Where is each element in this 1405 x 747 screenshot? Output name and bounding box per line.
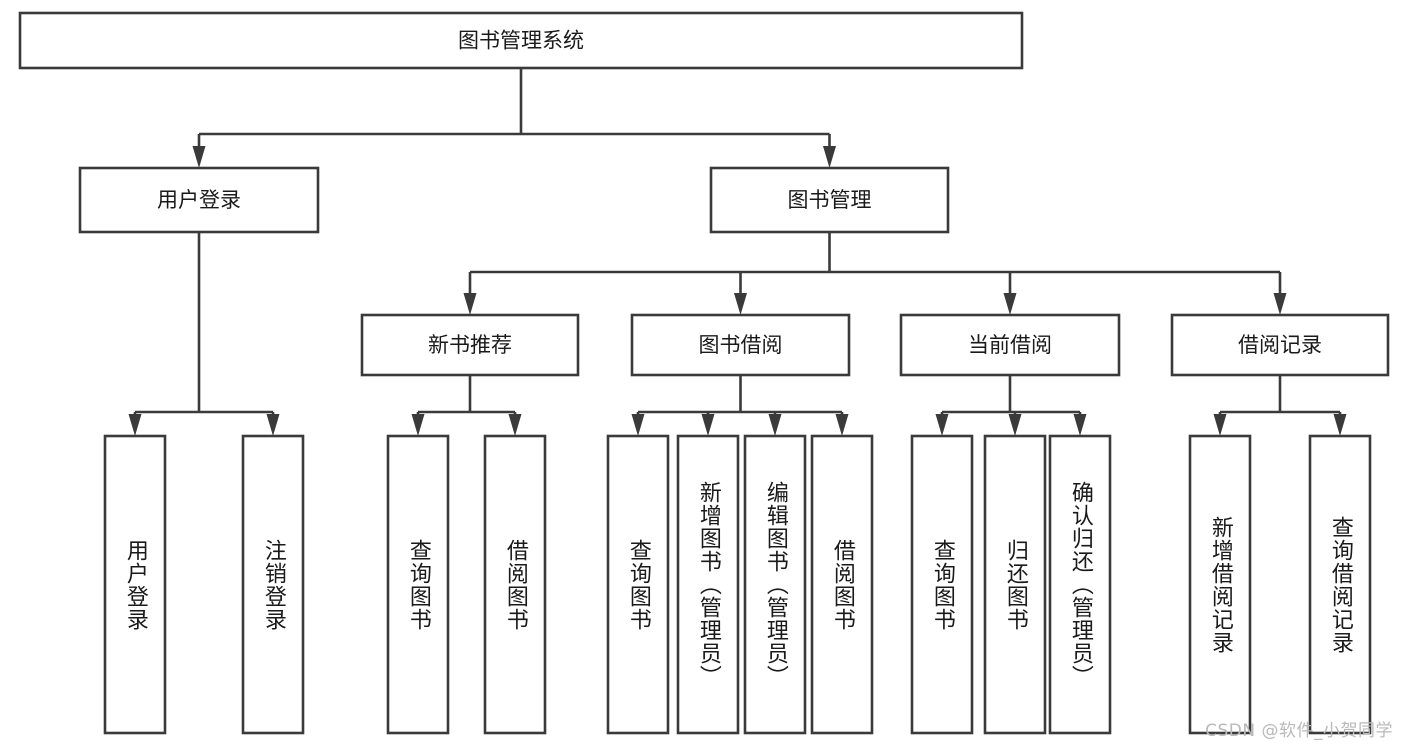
level2-label: 图书管理 (788, 188, 872, 212)
leaf-box-node-注销登录[interactable] (241, 434, 305, 735)
level3-label: 图书借阅 (699, 333, 783, 357)
level2-box-node-图书管理[interactable] (709, 166, 950, 234)
leaf-box-node-新增借阅记录[interactable] (1188, 434, 1252, 735)
l3-0-arrowhead-0 (411, 414, 425, 436)
watermark-text: CSDN @软件_小贺同学 (1205, 721, 1393, 741)
level2-box-node-用户登录[interactable] (78, 166, 320, 234)
l3-1-arrowhead-1 (701, 414, 715, 436)
leaf-box-node-查询图书[interactable] (386, 434, 450, 735)
leaf-box-node-查询借阅记录[interactable] (1308, 434, 1372, 735)
l3-2-arrowhead-1 (1008, 414, 1022, 436)
level3-label: 新书推荐 (428, 333, 512, 357)
bookmgmt-arrowhead-1 (734, 293, 747, 315)
node-box-layer (18, 11, 1390, 735)
leaf-box-node-借阅图书[interactable] (483, 434, 547, 735)
leaf-box-node-借阅图书[interactable] (810, 434, 874, 735)
level3-box-node-图书借阅[interactable] (630, 313, 851, 377)
l3-0-arrowhead-1 (508, 414, 522, 436)
l3-2-arrowhead-0 (935, 414, 949, 436)
l3-1-arrowhead-3 (835, 414, 849, 436)
l3-3-arrowhead-0 (1213, 414, 1227, 436)
leaf-box-node-查询图书[interactable] (606, 434, 670, 735)
level3-box-node-当前借阅[interactable] (899, 313, 1121, 377)
root-box-node-图书管理系统[interactable] (18, 11, 1024, 70)
bookmgmt-arrowhead-3 (1273, 293, 1287, 315)
l3-1-arrowhead-2 (768, 414, 782, 436)
userlogin-arrowhead-1 (266, 414, 280, 436)
connector-layer (128, 68, 1347, 436)
level3-box-node-借阅记录[interactable] (1170, 313, 1390, 377)
root-arrowhead-1 (823, 146, 836, 168)
bookmgmt-arrowhead-0 (463, 293, 477, 315)
bookmgmt-arrowhead-2 (1003, 293, 1017, 315)
leaf-box-node-编辑图书管理员[interactable] (743, 434, 807, 735)
level3-box-node-新书推荐[interactable] (360, 313, 580, 377)
level3-label: 借阅记录 (1238, 333, 1322, 357)
leaf-box-node-用户登录[interactable] (103, 434, 167, 735)
l3-3-arrowhead-1 (1333, 414, 1347, 436)
leaf-box-node-确认归还管理员[interactable] (1048, 434, 1112, 735)
l3-1-arrowhead-0 (631, 414, 645, 436)
level3-label: 当前借阅 (968, 333, 1052, 357)
level2-label: 用户登录 (157, 188, 241, 212)
root-label: 图书管理系统 (458, 29, 584, 53)
leaf-box-node-新增图书管理员[interactable] (676, 434, 740, 735)
leaf-box-node-查询图书[interactable] (910, 434, 974, 735)
userlogin-arrowhead-0 (128, 414, 142, 436)
leaf-box-node-归还图书[interactable] (983, 434, 1047, 735)
l3-2-arrowhead-2 (1073, 414, 1087, 436)
root-arrowhead-0 (192, 146, 206, 168)
